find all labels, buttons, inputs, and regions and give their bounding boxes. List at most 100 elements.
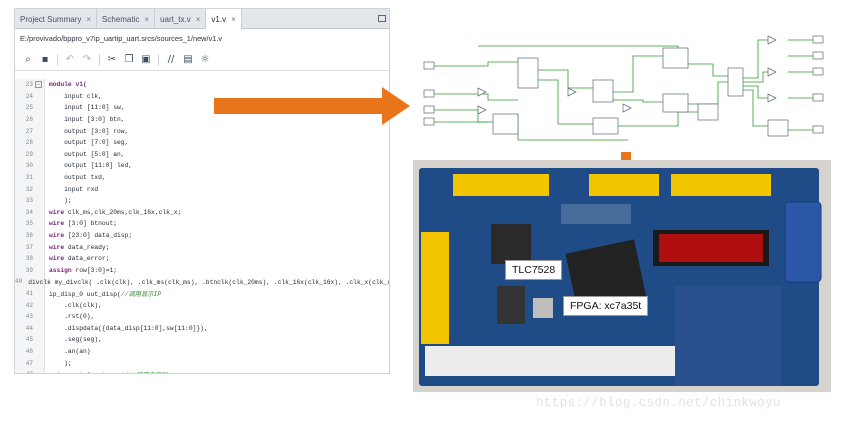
code-token: input [3:0] btn,: [49, 116, 125, 124]
tab-project-summary[interactable]: Project Summary ×: [15, 9, 98, 29]
comment-icon[interactable]: //: [167, 54, 175, 65]
block-icon[interactable]: ▤: [183, 54, 193, 65]
close-icon[interactable]: ×: [195, 14, 201, 24]
code-token: input rxd: [49, 185, 99, 193]
code-text: input rxd: [43, 186, 98, 193]
code-line[interactable]: 47 );: [15, 357, 389, 369]
file-path: E:/provivado/bppro_v7ip_uartip_uart.srcs…: [20, 34, 223, 43]
code-text: wire clk_ms,clk_20ms,clk_16x,clk_x;: [43, 209, 181, 216]
code-area[interactable]: 23−module v1(24 input clk,25 input [11:0…: [15, 79, 389, 373]
code-text: );: [43, 197, 72, 204]
line-number: 37: [25, 243, 33, 251]
code-text: .an(an): [43, 348, 90, 355]
code-keyword: wire: [49, 243, 65, 251]
code-text: assign row[3:0]=1;: [43, 267, 117, 274]
code-text: output txd,: [43, 174, 106, 181]
code-text: wire data_ready;: [43, 244, 109, 251]
code-line[interactable]: 37 wire data_ready;: [15, 241, 389, 253]
code-text: .rst(0),: [43, 313, 94, 320]
code-text: wire data_error;: [43, 255, 109, 262]
code-text: input [3:0] btn,: [43, 116, 125, 124]
tab-v1[interactable]: v1.v ×: [206, 9, 242, 30]
code-text: ip_disp_0 uut_disp(//调用显示IP: [43, 289, 161, 298]
fpga-board-photo: TLC7528 FPGA: xc7a35t: [413, 160, 831, 392]
fold-toggle-icon[interactable]: −: [34, 81, 42, 89]
code-line[interactable]: 48 ip_uart_0 uut_uart(//调用串口IP: [15, 369, 389, 373]
tab-label: Schematic: [102, 14, 140, 24]
cut-icon[interactable]: ✂: [107, 54, 117, 65]
code-text: output [5:0] an,: [43, 150, 125, 158]
code-line[interactable]: 42 .clk(clk),: [15, 299, 389, 311]
line-number: 38: [25, 255, 33, 263]
code-text: input [11:0] sw,: [43, 104, 124, 111]
code-line[interactable]: 29 output [5:0] an,: [15, 149, 389, 161]
line-number: 36: [25, 232, 33, 240]
code-line[interactable]: 27 output [3:0] row,: [15, 125, 389, 137]
code-keyword: assign: [49, 266, 72, 274]
tab-schematic[interactable]: Schematic ×: [97, 9, 156, 29]
close-icon[interactable]: ×: [86, 14, 92, 24]
tab-label: v1.v: [211, 15, 227, 24]
code-line[interactable]: 28 output [7:0] seg,: [15, 137, 389, 149]
code-line[interactable]: 46 .an(an): [15, 346, 389, 358]
code-line[interactable]: 43 .rst(0),: [15, 311, 389, 323]
code-keyword: wire: [49, 232, 65, 240]
line-number: 46: [25, 348, 33, 356]
lightbulb-icon[interactable]: ☼: [200, 54, 210, 65]
line-number: 25: [25, 104, 33, 112]
code-line[interactable]: 44 .dispdata({data_disp[11:0],sw[11:0]})…: [15, 323, 389, 335]
code-token: output [3:0] row,: [49, 127, 129, 135]
code-token: data_error;: [64, 255, 110, 263]
code-line[interactable]: 26 input [3:0] btn,: [15, 114, 389, 126]
code-token: input clk,: [49, 92, 102, 100]
line-number: 23: [25, 81, 33, 89]
code-token: .clk(clk),: [49, 301, 102, 309]
code-token: [23:0] data_disp;: [64, 232, 133, 240]
line-number: 26: [25, 116, 33, 124]
code-line[interactable]: 31 output txd,: [15, 172, 389, 184]
save-icon[interactable]: ▪: [41, 54, 49, 65]
paste-icon[interactable]: ▣: [141, 54, 151, 65]
code-line[interactable]: 32 input rxd: [15, 183, 389, 195]
tab-label: uart_tx.v: [160, 14, 191, 24]
code-line[interactable]: 25 input [11:0] sw,: [15, 102, 389, 114]
code-line[interactable]: 33 );: [15, 195, 389, 207]
close-icon[interactable]: ×: [231, 15, 236, 24]
code-text: divclk my_divclk( .clk(clk), .clk_ms(clk…: [22, 277, 389, 286]
line-number: 31: [25, 174, 33, 182]
code-token: output [7:0] seg,: [49, 139, 129, 147]
line-number: 40: [15, 278, 23, 286]
board-components: [421, 174, 822, 386]
line-number: 44: [25, 324, 33, 332]
redo-icon[interactable]: ↷: [82, 54, 92, 65]
code-token: row[3:0]=1;: [71, 266, 118, 274]
code-line[interactable]: 45 .seg(seg),: [15, 334, 389, 346]
schematic-wires: [434, 39, 813, 141]
tab-uart-tx[interactable]: uart_tx.v ×: [155, 9, 207, 29]
copy-icon[interactable]: ❐: [124, 54, 134, 65]
code-text: input clk,: [43, 93, 102, 100]
code-token: ip_uart_0 uut_uart(: [49, 372, 129, 373]
line-number: 27: [25, 127, 33, 135]
search-icon[interactable]: ⌕: [25, 54, 31, 65]
code-token: .dispdata({data_disp[11:0],sw[11:0]}),: [49, 324, 208, 332]
code-token: clk_ms,clk_20ms,clk_16x,clk_x;: [64, 208, 182, 216]
line-number: 48: [15, 371, 33, 373]
code-keyword: wire: [49, 220, 65, 228]
code-token: output [5:0] an,: [49, 150, 125, 158]
code-line[interactable]: 23−module v1(: [15, 79, 389, 91]
undo-icon[interactable]: ↶: [65, 54, 75, 65]
code-text: ip_uart_0 uut_uart(//调用串口IP: [43, 370, 169, 373]
code-line[interactable]: 30 output [11:0] led,: [15, 160, 389, 172]
code-token: .seg(seg),: [49, 336, 102, 344]
code-line[interactable]: 38 wire data_error;: [15, 253, 389, 265]
close-icon[interactable]: ×: [144, 14, 150, 24]
maximize-icon[interactable]: [373, 9, 389, 28]
code-line[interactable]: 24 input clk,: [15, 91, 389, 103]
code-line[interactable]: 36 wire [23:0] data_disp;: [15, 230, 389, 242]
